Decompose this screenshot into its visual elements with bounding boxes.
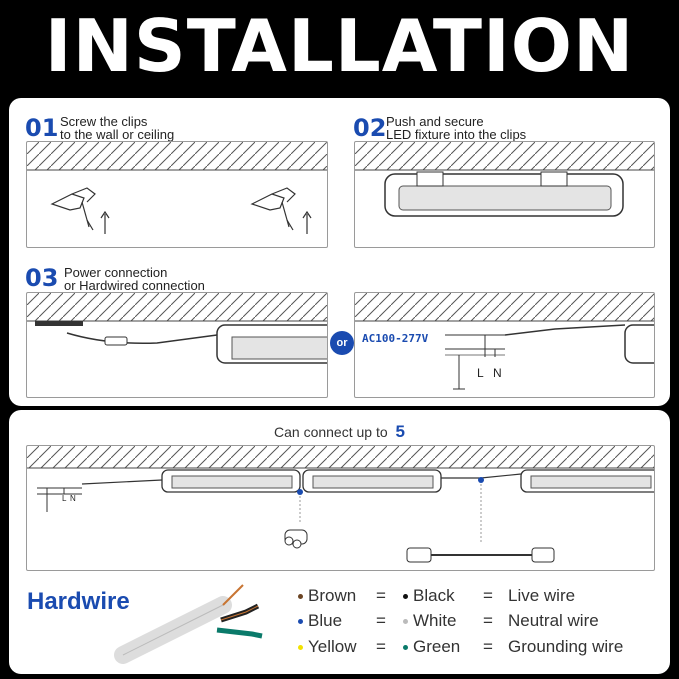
legend-yellow: Yellow	[298, 637, 357, 657]
step-01-number: 01	[25, 114, 59, 142]
legend-brown: Brown	[298, 586, 356, 606]
linked-fixtures-illustration	[27, 446, 654, 563]
voltage-label: AC100-277V	[362, 332, 429, 345]
step-03-hardwire-diagram	[354, 292, 655, 398]
clip-right-icon	[250, 187, 312, 234]
page-title: INSTALLATION	[44, 4, 635, 88]
connection-card: Can connect up to 5	[9, 410, 670, 674]
live-label: L	[477, 366, 484, 380]
green-dot-icon	[403, 645, 408, 651]
neutral-label: N	[493, 366, 502, 380]
black-dot-icon	[403, 594, 408, 600]
plug-connection-illustration	[27, 293, 327, 364]
step-01-diagram	[26, 141, 328, 248]
connect-number: 5	[395, 422, 405, 441]
brown-dot-icon	[298, 594, 303, 600]
chain-neutral-label: N	[70, 494, 76, 503]
step-02-text: Push and secure LED fixture into the cli…	[386, 114, 527, 142]
step-03-text: Power connection or Hardwired connection	[64, 265, 205, 293]
or-badge: or	[330, 331, 354, 355]
legend-blue: Blue	[298, 611, 342, 631]
hardwire-title: Hardwire	[27, 588, 130, 615]
clip-left-icon	[50, 187, 110, 234]
legend-neutral-meaning: Neutral wire	[508, 611, 599, 630]
connect-heading: Can connect up to 5	[9, 422, 670, 442]
step-02-diagram	[354, 141, 655, 248]
step-03-number: 03	[25, 264, 59, 292]
legend-live-meaning: Live wire	[508, 586, 576, 605]
hardwire-connection-illustration	[355, 293, 654, 390]
step-01-text: Screw the clips to the wall or ceiling	[60, 114, 175, 142]
legend-ground-meaning: Grounding wire	[508, 637, 624, 656]
legend-black: Black	[403, 586, 455, 606]
link-cable-icon	[406, 547, 555, 563]
fixture-in-clips-illustration	[355, 142, 654, 217]
install-steps-card: 01 Screw the clips to the wall or ceilin…	[9, 98, 670, 406]
legend-white: White	[403, 611, 456, 631]
chain-diagram	[26, 445, 655, 571]
white-dot-icon	[403, 619, 408, 625]
yellow-dot-icon	[298, 645, 303, 651]
step-03-plug-diagram	[26, 292, 328, 398]
cable-icon	[114, 584, 263, 664]
legend-green: Green	[403, 637, 460, 657]
chain-live-label: L	[62, 494, 67, 503]
connector-icon	[284, 529, 308, 549]
blue-dot-icon	[298, 619, 303, 625]
connect-text: Can connect up to	[274, 424, 388, 440]
ceiling-clips-illustration	[27, 142, 327, 234]
step-02-number: 02	[353, 114, 387, 142]
